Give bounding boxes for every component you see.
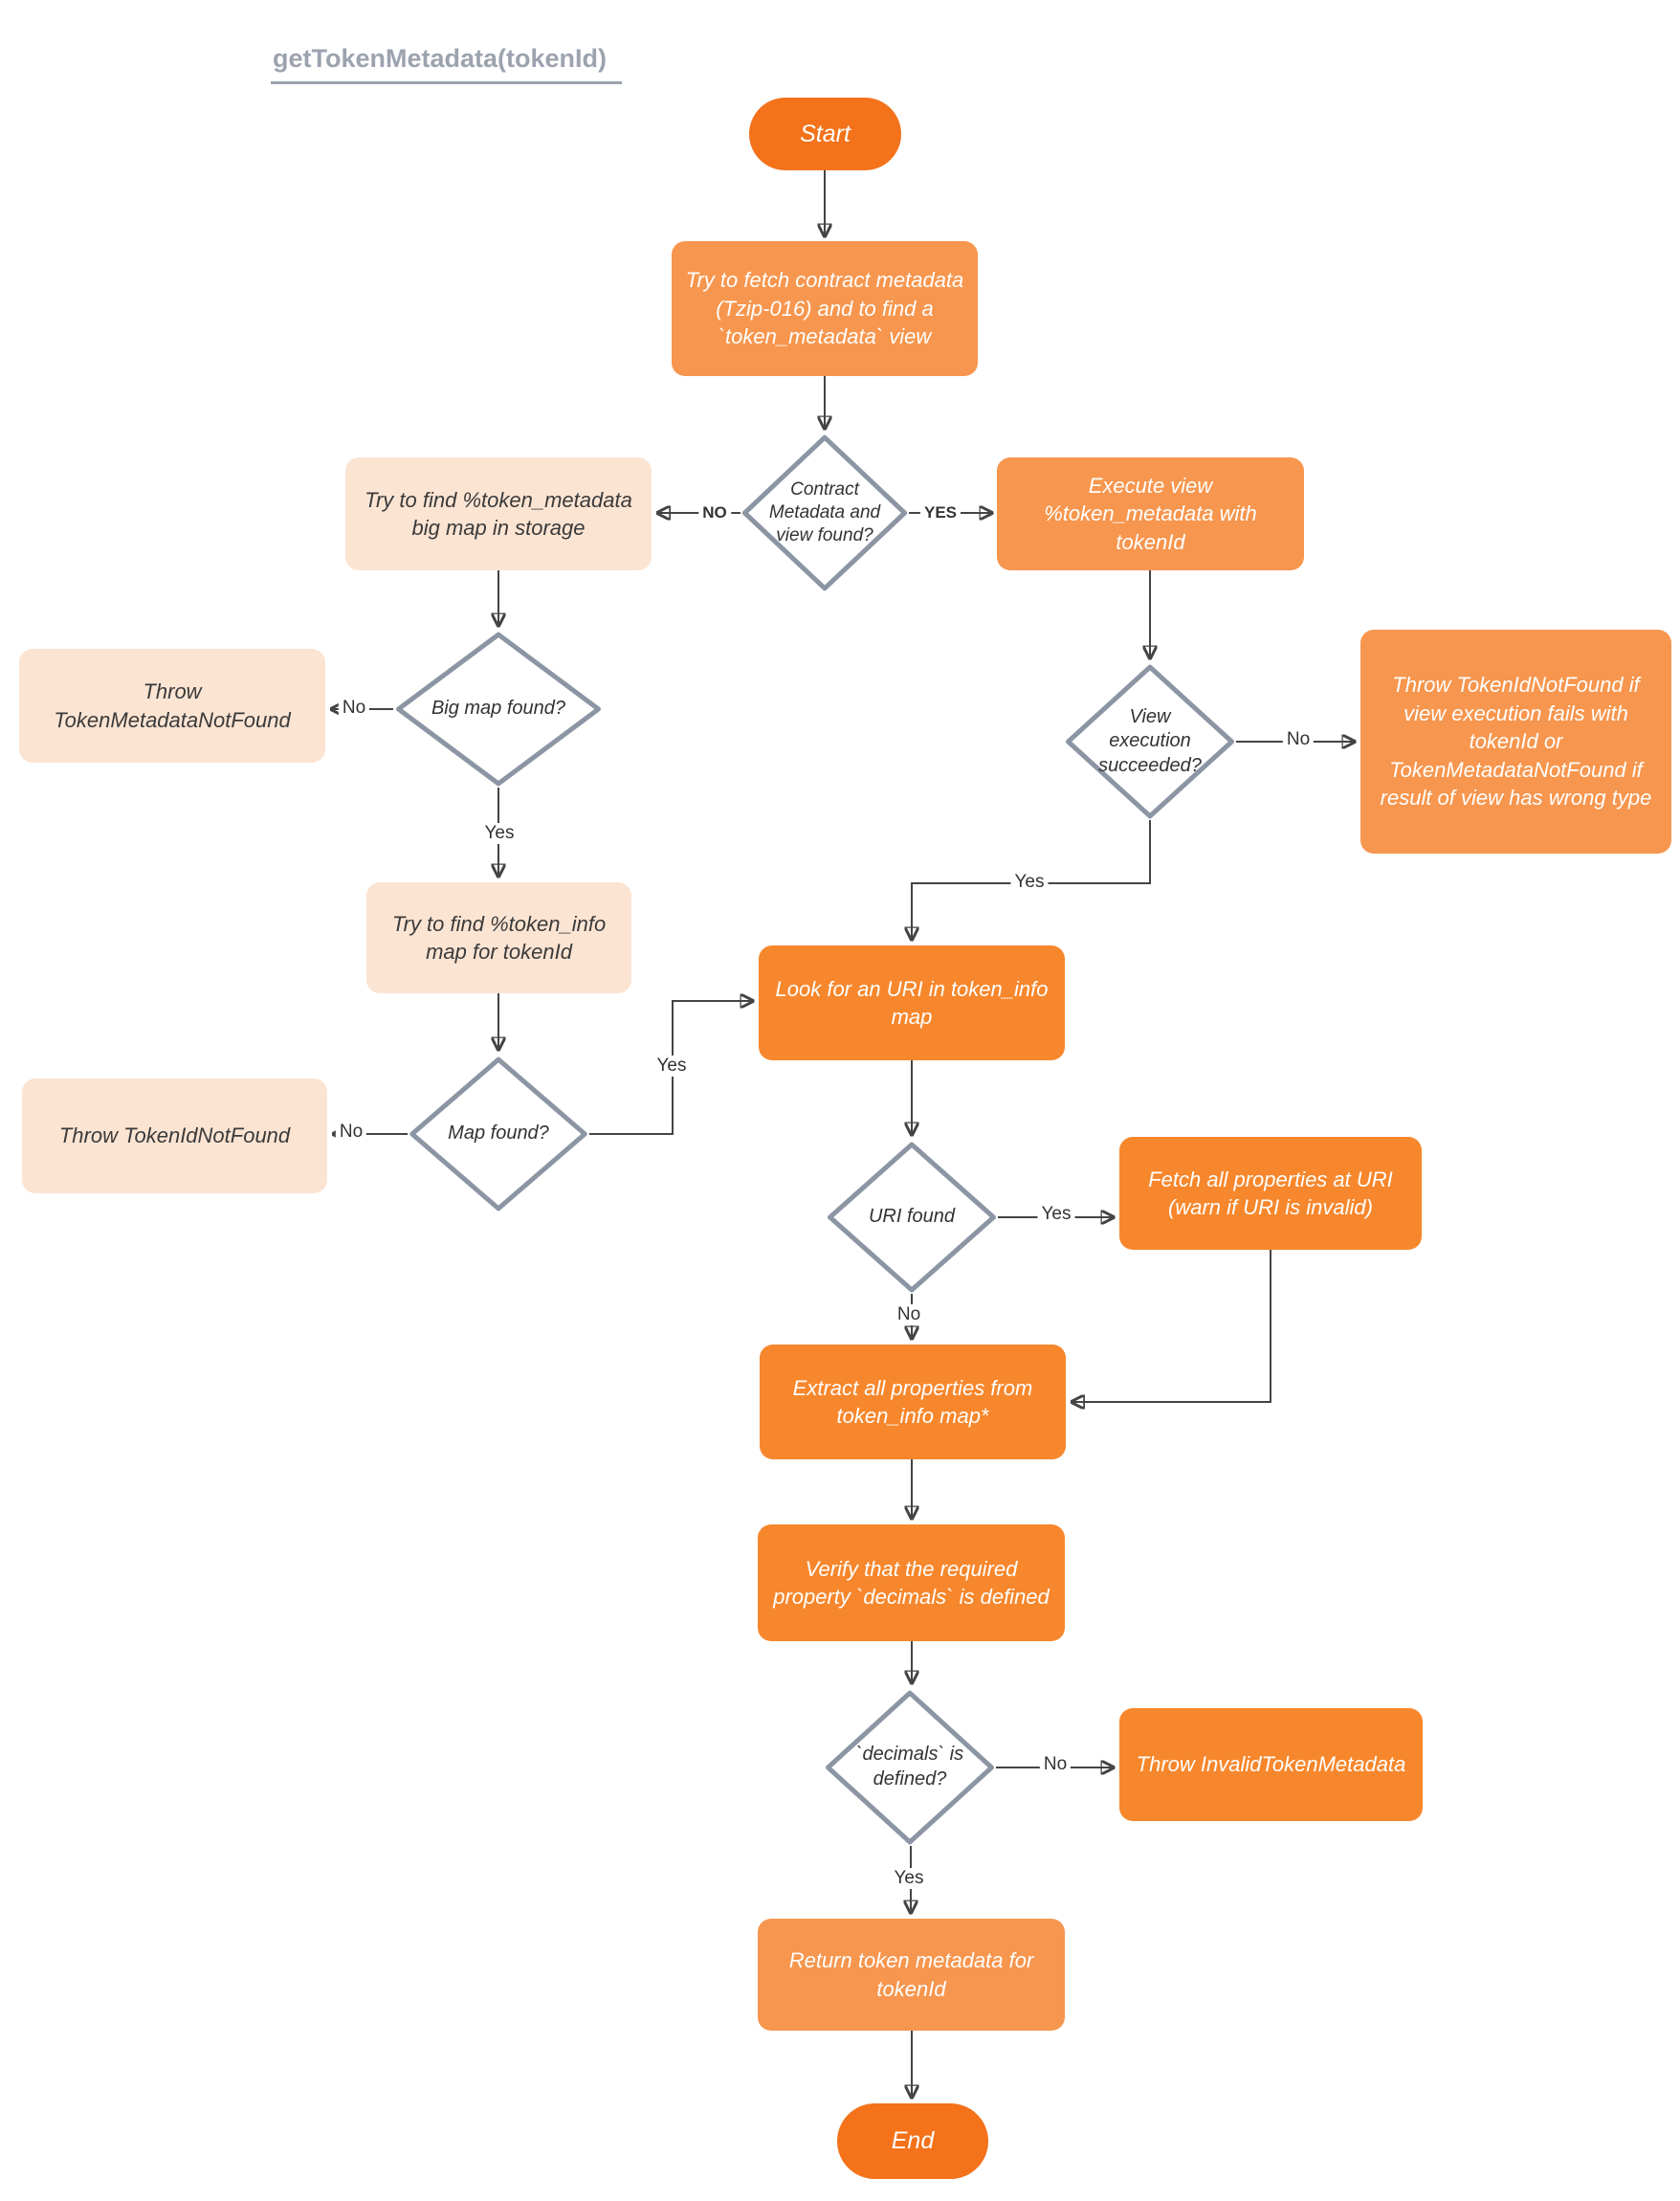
edge-label-yes: YES bbox=[919, 503, 962, 522]
process-label: Throw TokenMetadataNotFound bbox=[54, 679, 291, 732]
decision-big-map-found: Big map found? bbox=[393, 631, 604, 788]
process-label: Throw TokenIdNotFound if view execution … bbox=[1380, 673, 1652, 811]
process-label: Execute view %token_metadata with tokenI… bbox=[1044, 473, 1257, 554]
process-fetch-contract-metadata: Try to fetch contract metadata (Tzip-016… bbox=[672, 241, 978, 376]
process-execute-view: Execute view %token_metadata with tokenI… bbox=[997, 457, 1304, 570]
process-extract-properties: Extract all properties from token_info m… bbox=[760, 1345, 1066, 1459]
decision-view-execution-succeeded: View execution succeeded? bbox=[1064, 663, 1236, 820]
decision-map-found: Map found? bbox=[408, 1056, 589, 1212]
process-throw-view-failure: Throw TokenIdNotFound if view execution … bbox=[1360, 630, 1671, 854]
diamond-shape bbox=[741, 434, 909, 592]
process-label: Throw TokenIdNotFound bbox=[58, 1123, 291, 1148]
end-label: End bbox=[891, 2127, 935, 2154]
process-label: Fetch all properties at URI (warn if URI… bbox=[1148, 1167, 1393, 1219]
process-throw-token-metadata-not-found: Throw TokenMetadataNotFound bbox=[19, 649, 325, 763]
process-label: Try to fetch contract metadata (Tzip-016… bbox=[685, 268, 964, 349]
decision-decimals-defined: `decimals` is defined? bbox=[824, 1689, 996, 1846]
edge-label-no: NO bbox=[698, 503, 731, 522]
process-label: Verify that the required property `decim… bbox=[773, 1556, 1050, 1609]
process-fetch-properties-at-uri: Fetch all properties at URI (warn if URI… bbox=[1119, 1137, 1422, 1250]
process-label: Throw InvalidTokenMetadata bbox=[1136, 1752, 1406, 1777]
process-label: Look for an URI in token_info map bbox=[775, 976, 1049, 1029]
process-label: Return token metadata for tokenId bbox=[788, 1948, 1034, 2001]
edge-label-no: No bbox=[338, 698, 370, 719]
edge-label-yes: Yes bbox=[1037, 1204, 1075, 1225]
edge-label-no: No bbox=[335, 1122, 367, 1143]
edge-label-yes: Yes bbox=[480, 823, 519, 844]
edge-label-no: No bbox=[893, 1304, 925, 1325]
decision-label: Contract Metadata and view found? bbox=[768, 478, 881, 546]
process-throw-token-id-not-found: Throw TokenIdNotFound bbox=[22, 1078, 327, 1193]
diamond-shape bbox=[824, 1689, 996, 1846]
process-try-find-token-info: Try to find %token_info map for tokenId bbox=[366, 882, 631, 993]
process-label: Try to find %token_info map for tokenId bbox=[391, 911, 607, 964]
process-label: Try to find %token_metadata big map in s… bbox=[365, 487, 632, 540]
edge-label-yes: Yes bbox=[652, 1056, 691, 1077]
decision-label: `decimals` is defined? bbox=[855, 1744, 964, 1790]
process-label: Extract all properties from token_info m… bbox=[792, 1375, 1033, 1428]
start-node: Start bbox=[749, 98, 901, 170]
diagram-title: getTokenMetadata(tokenId) bbox=[271, 44, 623, 84]
decision-label: Big map found? bbox=[431, 698, 566, 720]
end-node: End bbox=[837, 2103, 988, 2179]
diamond-shape bbox=[408, 1056, 589, 1212]
edge-label-yes: Yes bbox=[890, 1868, 928, 1889]
edge-label-no: No bbox=[1282, 729, 1315, 750]
edge-label-yes: Yes bbox=[1010, 872, 1049, 893]
decision-contract-metadata-found: Contract Metadata and view found? bbox=[741, 434, 909, 592]
diamond-shape bbox=[1064, 663, 1236, 820]
process-verify-decimals: Verify that the required property `decim… bbox=[758, 1524, 1065, 1641]
process-try-find-big-map: Try to find %token_metadata big map in s… bbox=[345, 457, 652, 570]
process-throw-invalid-token-metadata: Throw InvalidTokenMetadata bbox=[1119, 1708, 1423, 1821]
process-look-for-uri: Look for an URI in token_info map bbox=[759, 945, 1065, 1060]
decision-label: View execution succeeded? bbox=[1098, 705, 1202, 776]
edge-label-no: No bbox=[1039, 1754, 1072, 1775]
diamond-shape bbox=[393, 631, 604, 788]
process-return-token-metadata: Return token metadata for tokenId bbox=[758, 1919, 1065, 2031]
start-label: Start bbox=[800, 120, 851, 147]
decision-label: URI found bbox=[868, 1206, 956, 1228]
decision-uri-found: URI found bbox=[826, 1141, 998, 1294]
diamond-shape bbox=[826, 1141, 998, 1294]
decision-label: Map found? bbox=[448, 1123, 549, 1145]
